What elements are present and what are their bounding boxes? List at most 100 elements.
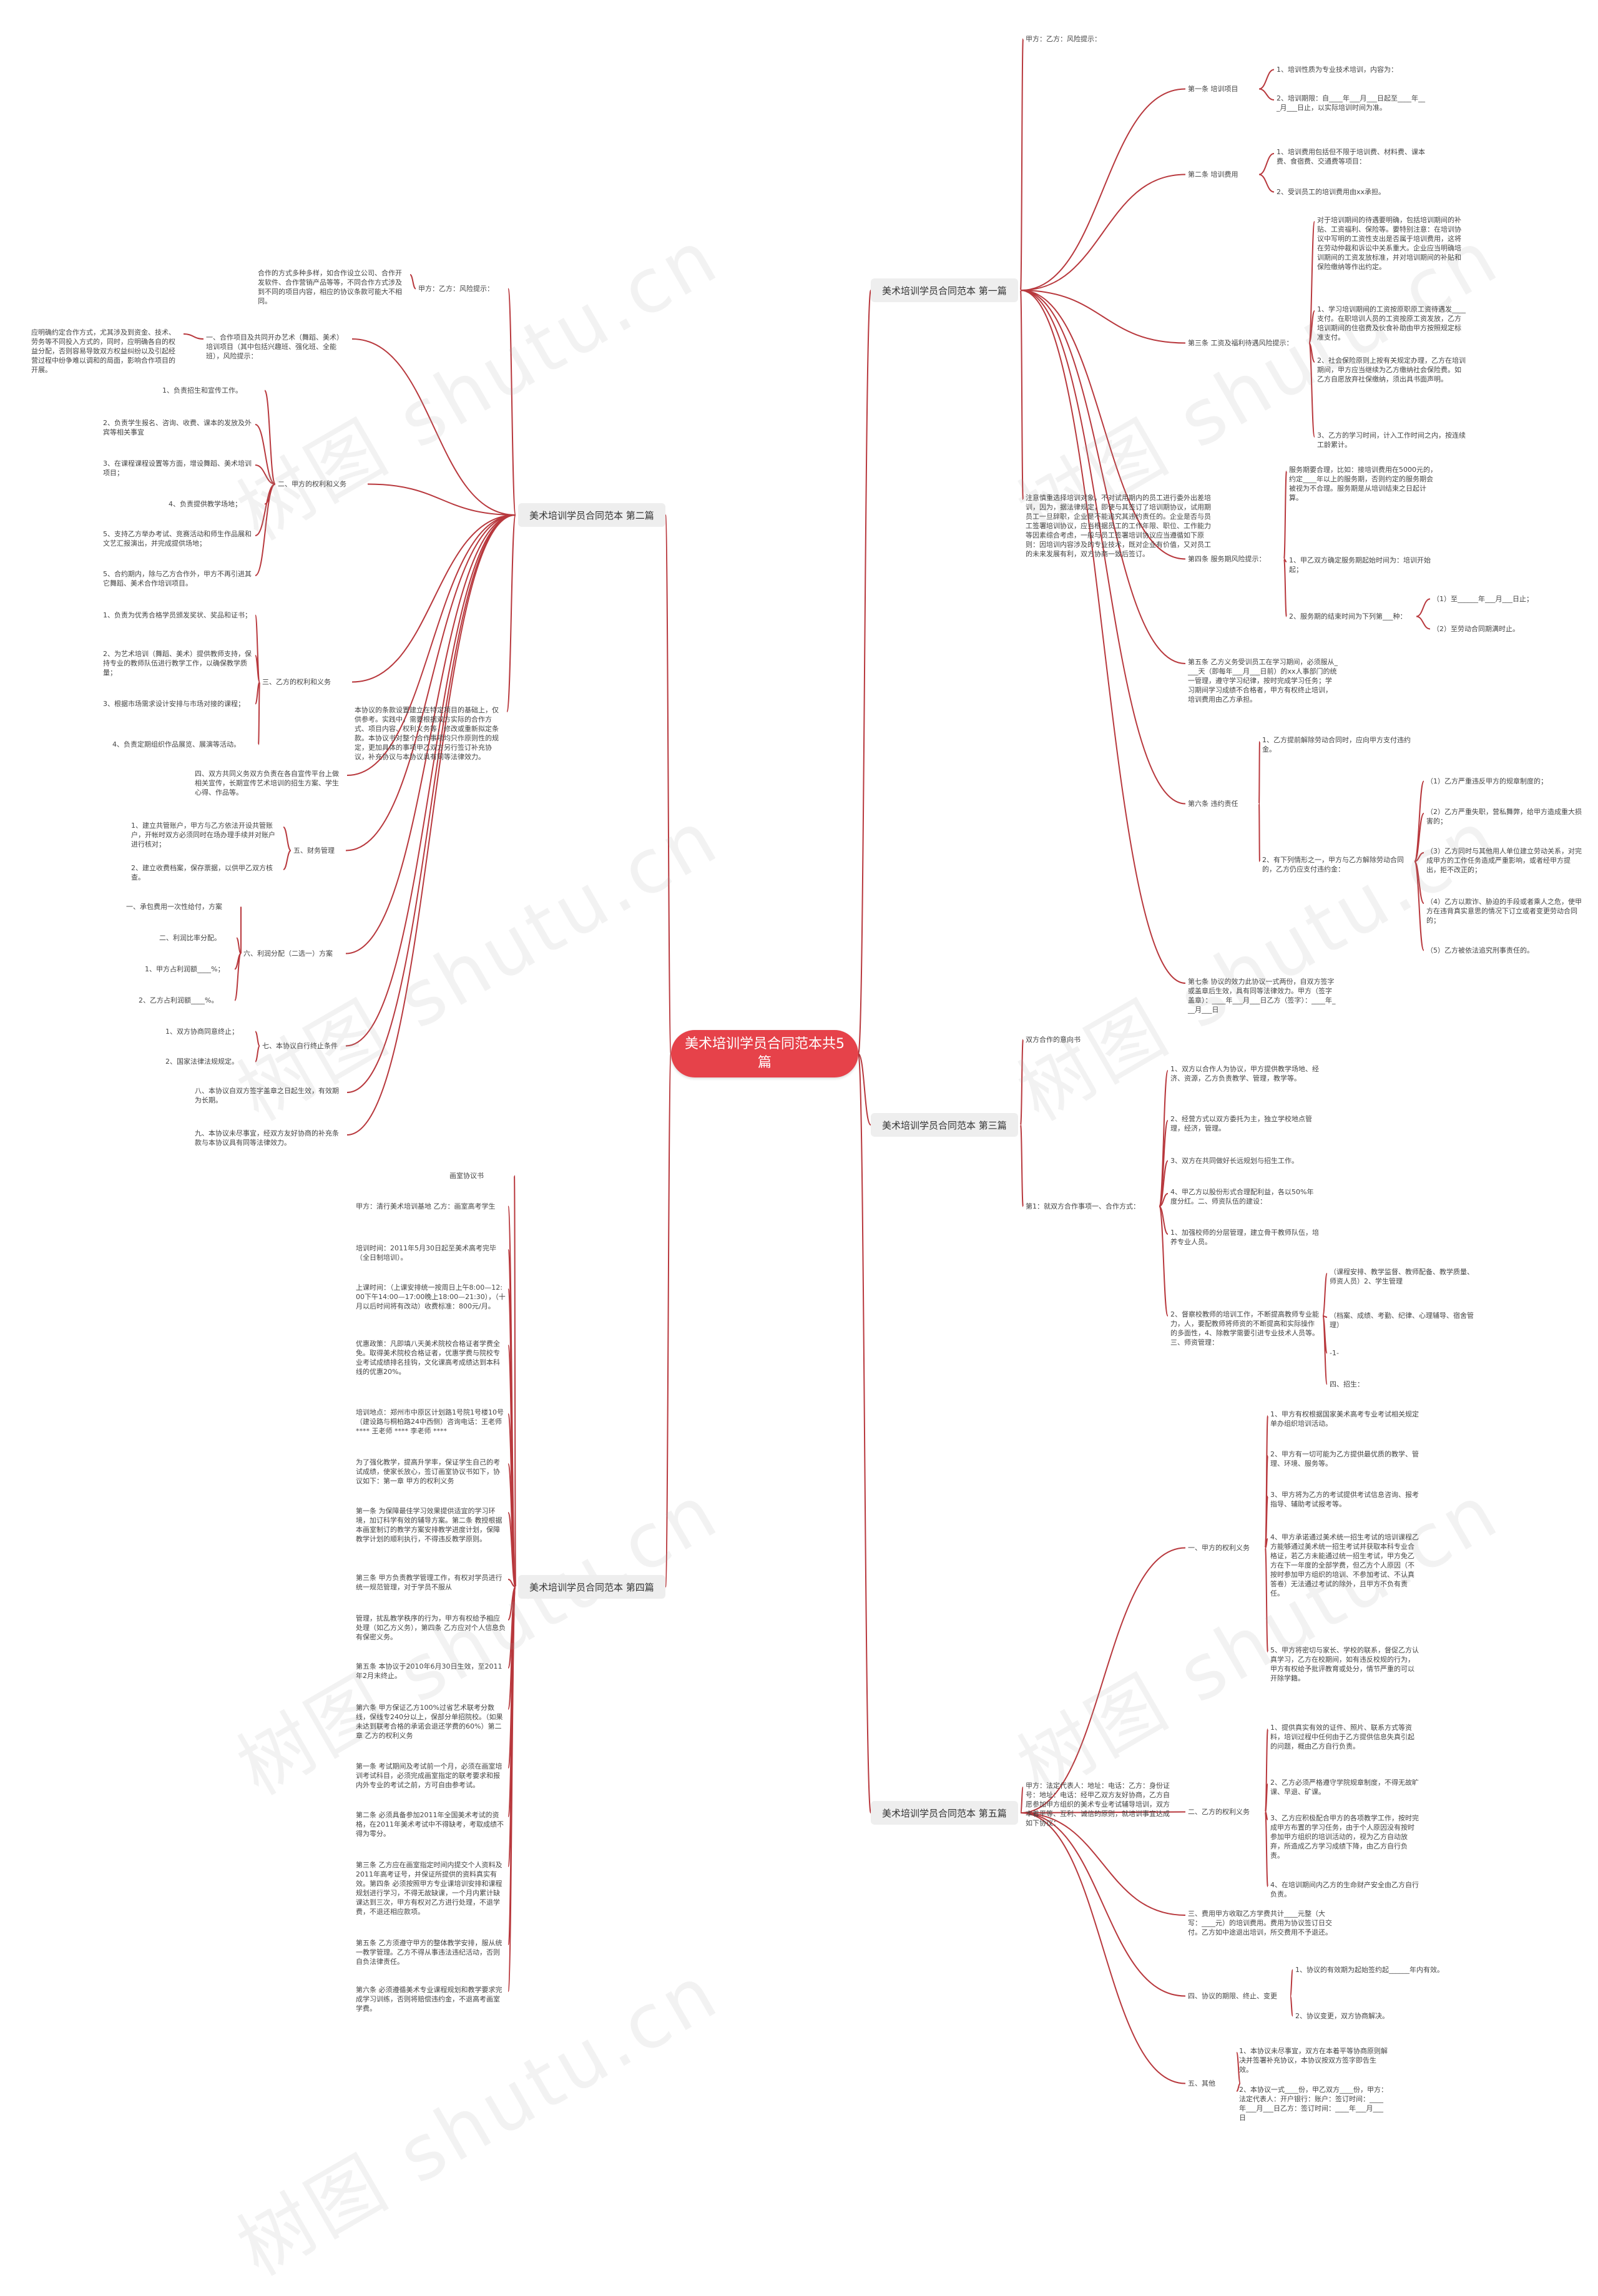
mindmap-node-b4-p11[interactable]: 第六条 甲方保证乙方100%过省艺术联考分数线，保线专240分以上，保部分单招院… — [356, 1704, 503, 1740]
mindmap-node-b4-p4[interactable]: 优惠政策：凡即填八天美术院校合格证者学费全免。取得美术院校合格证者，优惠学费与院… — [356, 1340, 500, 1376]
branch-node-2[interactable]: 美术培训学员合同范本 第二篇 — [518, 503, 665, 527]
mindmap-node-b3-c6_3[interactable]: -1- — [1330, 1349, 1339, 1357]
mindmap-node-b4-p3[interactable]: 上课时间：（上课安排统一按周日上午8:00—12:00下午14:00—17:00… — [356, 1283, 506, 1310]
mindmap-node-b2-s2_1[interactable]: 1、负责招生和宣传工作。 — [162, 386, 242, 395]
mindmap-node-b5-e4[interactable]: 四、协议的期限、终止、变更 — [1188, 1992, 1277, 2000]
mindmap-node-b2-s2_4[interactable]: 4、负责提供教学场地； — [169, 500, 242, 508]
mindmap-node-b5-e1[interactable]: 一、甲方的权利义务 — [1188, 1544, 1250, 1552]
mindmap-node-b5-e1_5[interactable]: 5、甲方将密切与家长、学校的联系，督促乙方认真学习，乙方在校期间，如有违反校规的… — [1270, 1646, 1419, 1682]
mindmap-node-b1-a2_1[interactable]: 1、培训费用包括但不限于培训费、材料费、课本费、食宿费、交通费等项目： — [1277, 148, 1425, 165]
mindmap-node-b5-e5[interactable]: 五、其他 — [1188, 2079, 1215, 2087]
mindmap-node-b4-p13[interactable]: 第二条 必须具备参加2011年全国美术考试的资格，在2011年美术考试中不得缺考… — [356, 1811, 504, 1838]
mindmap-node-b4-p7[interactable]: 第一条 为保障最佳学习效果提供适宜的学习环境，加订科学有效的辅导方案。第二条 教… — [356, 1507, 502, 1543]
mindmap-node-b4-p6[interactable]: 为了强化教学，提高升学率，保证学生自己的考试成绩，使家长放心，签订画室协议书如下… — [356, 1458, 500, 1485]
mindmap-node-b5-e1_4[interactable]: 4、甲方承诺通过美术统一招生考试的培训课程乙方能够通过美术统一招生考试并获取本科… — [1270, 1533, 1419, 1597]
mindmap-node-b5-e4_2[interactable]: 2、协议变更，双方协商解决。 — [1295, 2012, 1389, 2020]
mindmap-node-b2-s6_3[interactable]: 1、甲方占利润额____%； — [145, 965, 225, 973]
root-node[interactable]: 美术培训学员合同范本共5篇 — [671, 1030, 858, 1077]
mindmap-node-b2-s6_2[interactable]: 二、利润比率分配。 — [159, 934, 221, 942]
mindmap-node-b2-s5_1[interactable]: 1、建立共管账户，甲方与乙方依法开设共管账户，开帐时双方必须同时在场办理手续并对… — [131, 822, 275, 848]
mindmap-node-b1-a6_2a[interactable]: （1）乙方严重违反甲方的规章制度的； — [1426, 777, 1547, 785]
mindmap-node-b1-a6_2c[interactable]: （3）乙方同时与其他用人单位建立劳动关系，对完成甲方的工作任务造成严重影响，或者… — [1426, 847, 1582, 874]
mindmap-node-b3-c6_1[interactable]: （课程安排、教学监督、教师配备、教学质量、师资人员）2、学生管理 — [1330, 1268, 1474, 1285]
mindmap-node-b4-p8[interactable]: 第三条 甲方负责教学管理工作，有权对学员进行统一规范管理，对于学员不服从 — [356, 1574, 502, 1591]
mindmap-node-b1-a1[interactable]: 第一条 培训项目 — [1188, 85, 1238, 93]
mindmap-node-b5-e2_4[interactable]: 4、在培训期间内乙方的生命财产安全由乙方自行负责。 — [1270, 1881, 1419, 1898]
mindmap-node-b5-e1_1[interactable]: 1、甲方有权根据国家美术高考专业考试相关规定单办组织培训活动。 — [1270, 1410, 1419, 1428]
mindmap-node-b1-a1_2[interactable]: 2、培训期限：自____年___月___日起至____年___月___日止，以实… — [1277, 94, 1425, 112]
mindmap-node-b4-p1[interactable]: 甲方：清行美术培训基地 乙方：画室高考学生 — [356, 1202, 496, 1210]
mindmap-node-b2-s4[interactable]: 四、双方共同义务双方负责在各自宣传平台上做相关宣传，长期宣传艺术培训的招生方案、… — [195, 770, 339, 797]
mindmap-node-b3-c6[interactable]: 2、督察校教师的培训工作，不断提高教师专业能力，人，要配教师将师资的不断提高和实… — [1170, 1310, 1319, 1347]
mindmap-node-b3-c1[interactable]: 1、双方以合作人为协议，甲方提供教学场地、经济、资源，乙方负责教学、管理，教学等… — [1170, 1065, 1319, 1082]
mindmap-node-b2-s7_2[interactable]: 2、国家法律法规规定。 — [165, 1057, 238, 1066]
mindmap-node-b5-e5_1[interactable]: 1、本协议未尽事宜，双方在本着平等协商原则解决并签署补充协议，本协议按双方签字即… — [1239, 2047, 1388, 2074]
mindmap-node-b4-p14[interactable]: 第三条 乙方应在画室指定时间内提交个人资料及2011年高考证号，并保证所提供的资… — [356, 1861, 502, 1916]
mindmap-node-b2-s6[interactable]: 六、利润分配（二选一）方案 — [243, 949, 333, 958]
mindmap-node-b1-a6_2e[interactable]: （5）乙方被依法追究刑事责任的。 — [1426, 946, 1534, 954]
mindmap-node-b1-a3_3[interactable]: 2、社会保险原则上按有关规定办理，乙方在培训期间，甲方应当继续为乙方缴纳社会保险… — [1317, 356, 1466, 383]
branch-node-3[interactable]: 美术培训学员合同范本 第三篇 — [871, 1113, 1018, 1137]
mindmap-node-b2-s2_2[interactable]: 2、负责学生报名、咨询、收费、课本的发放及外宾等相关事宜 — [103, 419, 252, 436]
mindmap-node-b5-e3[interactable]: 三、费用甲方收取乙方学费共计____元整（大写：____元）的培训费用。费用为协… — [1188, 1910, 1332, 1936]
mindmap-node-b1-a6_1[interactable]: 1、乙方提前解除劳动合同时，应向甲方支付违约金。 — [1262, 736, 1411, 753]
mindmap-node-b1-a2_2[interactable]: 2、受训员工的培训费用由xx承担。 — [1277, 188, 1386, 196]
mindmap-node-b4-p2[interactable]: 培训时间：2011年5月30日起至美术高考完毕（全日制培训）。 — [356, 1244, 496, 1262]
mindmap-node-b4-p16[interactable]: 第六条 必须遵循美术专业课程规划和教学要求完成学习训练，否则将赔偿违约金，不退高… — [356, 1986, 502, 2013]
mindmap-node-b2-s2_3[interactable]: 3、在课程课程设置等方面，增设舞蹈、美术培训项目； — [103, 459, 252, 477]
mindmap-node-b3-c6_2[interactable]: （档案、成绩、考勤、纪律、心理辅导、宿舍管理） — [1330, 1312, 1474, 1329]
mindmap-node-b1-a6[interactable]: 第六条 违约责任 — [1188, 800, 1238, 808]
mindmap-node-b4-p12[interactable]: 第一条 考试期间及考试前一个月，必须在画室培训考试科目，必须完成画室指定的联考要… — [356, 1762, 502, 1789]
mindmap-node-b5-intro[interactable]: 甲方：法定代表人：地址：电话：乙方：身份证号：地址：电话：经甲乙双方友好协商，乙… — [1026, 1782, 1170, 1827]
mindmap-node-b2-s6_1[interactable]: 一、承包费用一次性给付，方案 — [126, 903, 222, 911]
mindmap-node-b1-a4_3b[interactable]: （2）至劳动合同期满时止。 — [1433, 625, 1519, 633]
branch-node-5[interactable]: 美术培训学员合同范本 第五篇 — [871, 1801, 1018, 1825]
mindmap-node-b4-p9[interactable]: 管理，扰乱教学秩序的行为，甲方有权给予相应处理（如乙方义务），第四条 乙方应对个… — [356, 1614, 506, 1641]
mindmap-node-b5-e1_2[interactable]: 2、甲方有一切可能为乙方提供最优质的教学、管理、环境、服务等。 — [1270, 1450, 1419, 1468]
mindmap-node-b1-a4[interactable]: 第四条 服务期风险提示： — [1188, 555, 1266, 563]
mindmap-node-b1-a3_4[interactable]: 3、乙方的学习时间，计入工作时间之内，按连续工龄累计。 — [1317, 431, 1466, 449]
mindmap-node-b1-a5[interactable]: 第五条 乙方义务受训员工在学习期间，必须服从____天（即每年___月___日前… — [1188, 658, 1338, 704]
mindmap-node-b2-s5_2[interactable]: 2、建立收费档案，保存票据，以供甲乙双方核查。 — [131, 864, 273, 881]
mindmap-node-b5-e5_2[interactable]: 2、本协议一式____份，甲乙双方____份，甲方：法定代表人：开户银行：账户：… — [1239, 2086, 1388, 2122]
mindmap-node-b5-e4_1[interactable]: 1、协议的有效期为起始签约起______年内有效。 — [1295, 1966, 1444, 1974]
mindmap-node-b1-a4_1[interactable]: 服务期要合理，比如：接培训费用在5000元的，约定____年以上的服务期，否则约… — [1289, 466, 1437, 502]
mindmap-node-b1-a4_3[interactable]: 2、服务期的结束时间为下列第___种： — [1289, 612, 1407, 621]
mindmap-node-b2-s3_2[interactable]: 2、为艺术培训（舞蹈、美术）提供教师支持，保持专业的教师队伍进行教学工作，以确保… — [103, 650, 252, 677]
mindmap-node-b2-s1_text[interactable]: 应明确约定合作方式，尤其涉及到资金、技术、劳务等不同投入方式的，同时，应明确各自… — [31, 328, 175, 374]
mindmap-node-b2-s5[interactable]: 五、财务管理 — [293, 846, 335, 855]
mindmap-node-b2-s7_1[interactable]: 1、双方协商同意终止； — [165, 1028, 238, 1036]
mindmap-node-b1-a7[interactable]: 第七条 协议的效力此协议一式两份，自双方签字或盖章后生效，具有同等法律效力。甲方… — [1188, 978, 1336, 1014]
mindmap-node-b2-s7[interactable]: 七、本协议自行终止条件 — [262, 1042, 338, 1050]
mindmap-node-b5-e1_3[interactable]: 3、甲方将为乙方的考试提供考试信息咨询、报考指导、辅助考试报考等。 — [1270, 1491, 1419, 1508]
mindmap-node-b2-s3_1[interactable]: 1、负责为优秀合格学员颁发奖状、奖品和证书； — [103, 611, 252, 619]
mindmap-node-b2-s3_3[interactable]: 3、根据市场需求设计安排与市场对接的课程； — [103, 700, 245, 708]
mindmap-node-b4-p0[interactable]: 画室协议书 — [449, 1172, 484, 1180]
mindmap-node-b1-a4_3a[interactable]: （1）至______年___月___日止； — [1433, 595, 1533, 603]
mindmap-node-b2-s1[interactable]: 一、合作项目及共同开办艺术（舞蹈、美术）培训项目（其中包括兴趣班、强化班、全能班… — [206, 333, 343, 360]
mindmap-node-b1-a3_2[interactable]: 1、学习培训期间的工资按原职原工资待遇发____支付。在职培训人员的工资按原工资… — [1317, 305, 1466, 341]
mindmap-node-b1-a6_2[interactable]: 2、有下列情形之一，甲方与乙方解除劳动合同的，乙方仍应支付违约金： — [1262, 856, 1404, 873]
mindmap-node-b1-a4_2[interactable]: 1、甲乙双方确定服务期起始时间为：培训开始起； — [1289, 556, 1431, 574]
mindmap-node-b5-e2[interactable]: 二、乙方的权利义务 — [1188, 1808, 1250, 1816]
mindmap-node-b3-c6_4[interactable]: 四、招生： — [1330, 1380, 1364, 1388]
mindmap-node-b3-c2[interactable]: 2、经营方式以双方委托为主，独立学校地点管理，经济，管理。 — [1170, 1115, 1312, 1132]
mindmap-node-b2-s2_5[interactable]: 5、支持乙方举办考试、竞赛活动和师生作品展和文艺汇报演出，并完成提供场地； — [103, 530, 252, 547]
branch-node-1[interactable]: 美术培训学员合同范本 第一篇 — [871, 278, 1018, 302]
branch-node-4[interactable]: 美术培训学员合同范本 第四篇 — [518, 1575, 665, 1599]
mindmap-node-b3-c5[interactable]: 1、加强校师的分层管理，建立骨干教师队伍，培养专业人员。 — [1170, 1229, 1319, 1246]
mindmap-node-b2-intro[interactable]: 甲方：乙方：风险提示： — [418, 285, 494, 293]
mindmap-node-b3-intro[interactable]: 双方合作的意向书 — [1026, 1036, 1081, 1044]
mindmap-node-b1-a1_1[interactable]: 1、培训性质为专业技术培训，内容为： — [1277, 66, 1398, 74]
mindmap-node-b5-e2_3[interactable]: 3、乙方应积极配合甲方的各项教学工作，按时完成甲方布置的学习任务，由于个人原因没… — [1270, 1814, 1419, 1860]
mindmap-node-b2-s9[interactable]: 九、本协议未尽事宜，经双方友好协商的补充条款与本协议具有同等法律效力。 — [195, 1129, 339, 1147]
mindmap-node-b3-c3[interactable]: 3、双方在共同做好长远规划与招生工作。 — [1170, 1157, 1298, 1165]
mindmap-node-b5-e2_2[interactable]: 2、乙方必须严格遵守学院规章制度，不得无故旷课、早退、矿课。 — [1270, 1778, 1419, 1796]
mindmap-node-b1-a3[interactable]: 第三条 工资及福利待遇风险提示： — [1188, 339, 1293, 347]
mindmap-node-b2-notice[interactable]: 本协议的条款设置建立在特定项目的基础上，仅供参考。实践中，需要根据双方实际的合作… — [355, 706, 499, 761]
mindmap-node-b2-s3_4[interactable]: 4、负责定期组织作品展览、展演等活动。 — [112, 740, 240, 748]
mindmap-node-b2-s2[interactable]: 二、甲方的权利和义务 — [278, 480, 346, 488]
mindmap-node-b3-sub[interactable]: 第1：就双方合作事项一、合作方式： — [1026, 1202, 1140, 1210]
mindmap-node-b2-s6_4[interactable]: 2、乙方占利润额____%。 — [139, 996, 218, 1004]
mindmap-node-b2-s2_6[interactable]: 5、合约期内，除与乙方合作外，甲方不再引进其它舞蹈、美术合作培训项目。 — [103, 570, 252, 587]
